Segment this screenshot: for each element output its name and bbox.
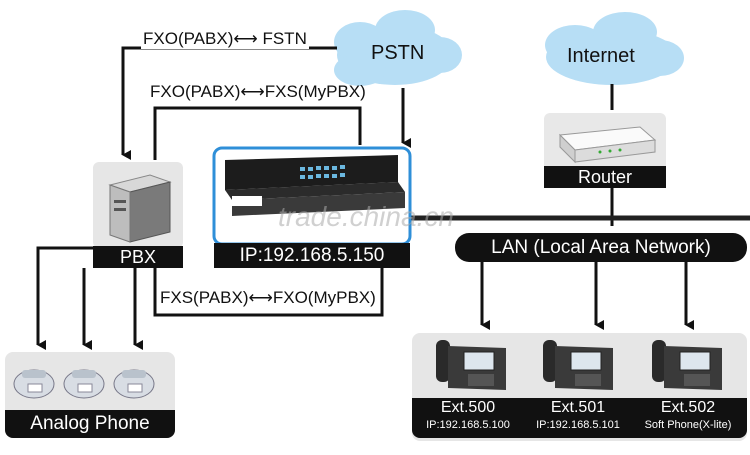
router-label: Router — [544, 166, 666, 188]
ext-500-ip: IP:192.168.5.100 — [426, 419, 510, 431]
pbx-label: PBX — [93, 246, 183, 268]
internet-cloud-icon — [545, 12, 684, 85]
watermark: trade.china.cn — [278, 201, 454, 232]
extensions-bar — [412, 398, 747, 438]
internet-label: Internet — [567, 45, 635, 67]
analog-phone-label: Analog Phone — [5, 410, 175, 438]
pabx-pstn-label: FXO(PABX)⟷ FSTN — [141, 29, 309, 49]
pabx-mypbx-label: FXO(PABX)⟷FXS(MyPBX) — [150, 82, 366, 101]
lan-label: LAN (Local Area Network) — [455, 233, 747, 262]
fxs-fxo-label: FXS(PABX)⟷FXO(MyPBX) — [160, 288, 376, 307]
mypbx-device-icon — [212, 146, 412, 246]
ext-501-name: Ext.501 — [550, 399, 606, 416]
ext-502-detail: Soft Phone(X-lite) — [644, 419, 732, 431]
ext-500-name: Ext.500 — [440, 399, 496, 416]
pbx-server-icon — [93, 162, 183, 248]
pstn-label: PSTN — [371, 42, 425, 64]
ext-502-name: Ext.502 — [660, 399, 716, 416]
pstn-cloud-icon — [334, 10, 462, 86]
ext-501-ip: IP:192.168.5.101 — [536, 419, 620, 431]
mypbx-ip-label: IP:192.168.5.150 — [214, 243, 410, 268]
